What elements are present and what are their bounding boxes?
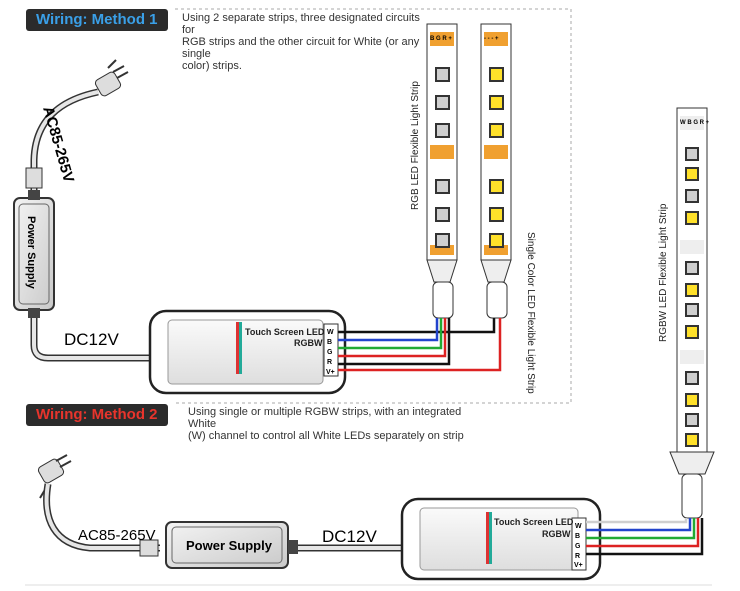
m1-single-pads: - - - + <box>484 36 499 42</box>
m2-ac-label: AC85-265V <box>78 527 156 544</box>
m1-terminal-g: G <box>327 349 333 356</box>
method2-description: Using single or multiple RGBW strips, wi… <box>188 406 464 442</box>
m2-power-supply <box>165 521 298 569</box>
m1-rgb-strip-label: RGB LED Flexible Light Strip <box>410 81 421 210</box>
m1-terminal-r: R <box>327 359 332 366</box>
m2-power-supply-label: Power Supply <box>186 538 273 553</box>
method1-description: Using 2 separate strips, three designate… <box>182 12 420 72</box>
m2-ac-plug-icon <box>37 454 72 499</box>
method1-title: Wiring: Method 1 <box>26 9 168 31</box>
m1-power-supply-label: Power Supply <box>25 216 37 290</box>
m1-cable-connector <box>25 167 43 189</box>
m2-dc-label: DC12V <box>322 527 377 546</box>
m2-terminal-vplus: V+ <box>574 562 583 569</box>
m1-rgb-strip <box>426 23 458 319</box>
m2-controller-line2: RGBW <box>542 529 571 539</box>
m2-terminal-w: W <box>575 523 582 530</box>
m2-rgbw-strip-label: RGBW LED Flexible Light Strip <box>658 203 669 342</box>
m1-controller-line2: RGBW <box>294 338 323 348</box>
m1-terminal-b: B <box>327 339 332 346</box>
m1-ac-plug-icon <box>94 59 129 97</box>
m2-cable-connector <box>139 539 159 557</box>
m1-terminal-vplus: V+ <box>326 369 335 376</box>
m1-single-strip <box>480 23 512 319</box>
m1-ac-label: AC85-265V <box>39 104 77 184</box>
m1-dc-label: DC12V <box>64 330 119 349</box>
m2-rgbw-pads: W B G R + <box>680 120 710 126</box>
m1-controller-line1: Touch Screen LED <box>245 327 325 337</box>
m2-terminal-g: G <box>575 543 581 550</box>
m1-single-strip-label: Single Color LED Flexible Light Strip <box>525 232 536 394</box>
m1-rgb-pads: B G R + <box>430 36 452 42</box>
method2-title: Wiring: Method 2 <box>26 404 168 426</box>
m2-controller-line1: Touch Screen LED <box>494 517 574 527</box>
m2-terminal-b: B <box>575 533 580 540</box>
m1-power-supply <box>13 190 55 318</box>
m2-terminal-r: R <box>575 553 580 560</box>
m2-rgbw-strip <box>669 107 715 519</box>
method1-frame <box>175 8 572 404</box>
m1-terminal-w: W <box>327 329 334 336</box>
m2-wires <box>586 518 704 556</box>
m1-wires <box>338 318 502 372</box>
m2-controller <box>400 497 602 581</box>
m1-controller <box>148 309 347 395</box>
